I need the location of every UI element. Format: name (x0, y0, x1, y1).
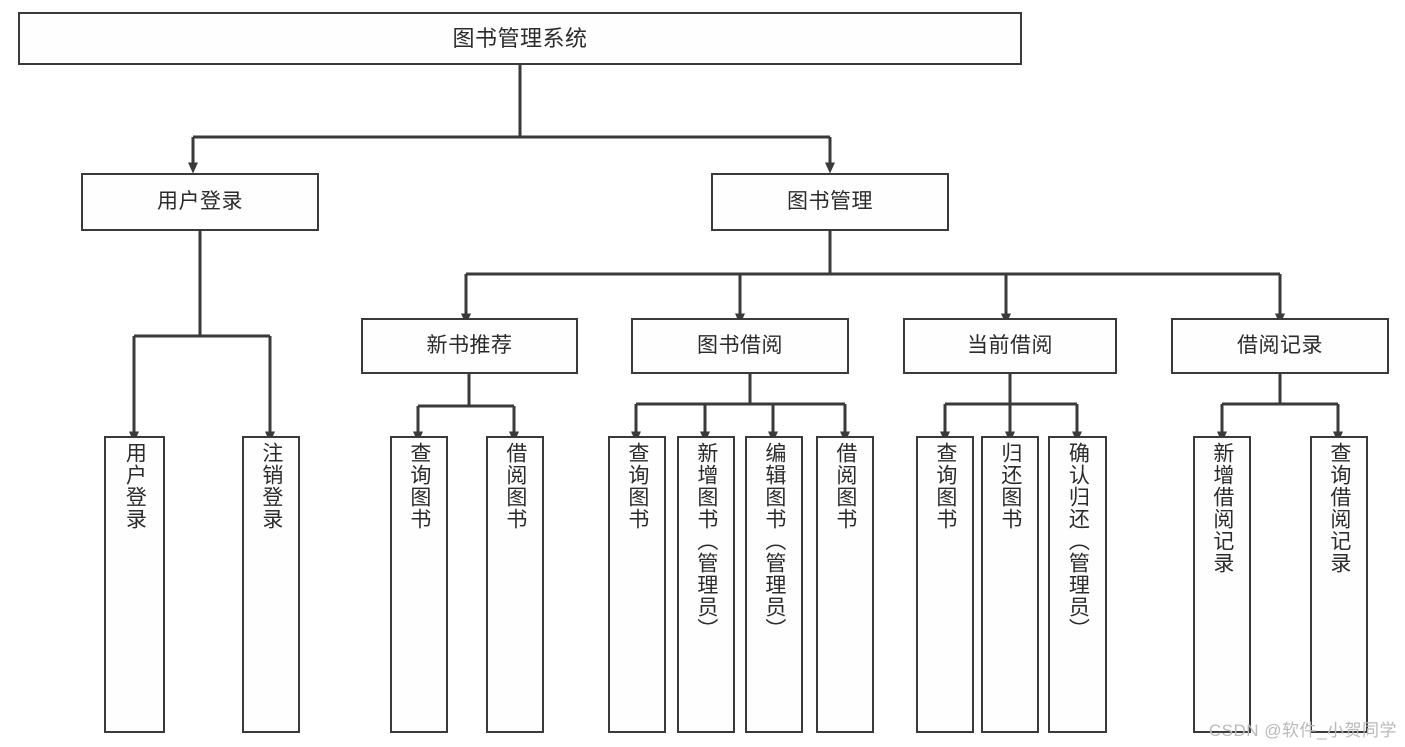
node-current-borrow[interactable]: 当前借阅 (903, 318, 1117, 374)
node-new-book-recommend[interactable]: 新书推荐 (361, 318, 578, 374)
node-book-borrow-label: 图书借阅 (697, 333, 783, 357)
node-leaf-add-record[interactable]: 新增借阅记录 (1193, 436, 1251, 733)
node-leaf-borrow-book-1[interactable]: 借阅图书 (486, 436, 544, 733)
node-leaf-query-book-1-label: 查询图书 (407, 442, 431, 530)
node-borrow-record[interactable]: 借阅记录 (1171, 318, 1389, 374)
node-leaf-return-book-label: 归还图书 (998, 442, 1022, 530)
node-book-manage-label: 图书管理 (787, 189, 873, 213)
node-leaf-query-book-1[interactable]: 查询图书 (390, 436, 448, 733)
node-leaf-borrow-book-2-label: 借阅图书 (833, 442, 857, 530)
node-leaf-edit-book[interactable]: 编辑图书（管理员） (745, 436, 803, 733)
csdn-watermark: CSDN @软件_小贺同学 (1208, 721, 1397, 740)
node-book-borrow[interactable]: 图书借阅 (631, 318, 849, 374)
node-leaf-return-book[interactable]: 归还图书 (981, 436, 1039, 733)
node-leaf-add-book[interactable]: 新增图书（管理员） (677, 436, 735, 733)
node-leaf-borrow-book-1-label: 借阅图书 (503, 442, 527, 530)
node-leaf-query-book-3-label: 查询图书 (933, 442, 957, 530)
node-leaf-user-login[interactable]: 用户登录 (104, 436, 165, 733)
node-leaf-query-book-3[interactable]: 查询图书 (916, 436, 974, 733)
node-borrow-record-label: 借阅记录 (1237, 333, 1323, 357)
node-new-book-recommend-label: 新书推荐 (426, 333, 513, 357)
node-leaf-borrow-book-2[interactable]: 借阅图书 (816, 436, 874, 733)
node-leaf-edit-book-label: 编辑图书（管理员） (762, 442, 786, 640)
node-user-login-label: 用户登录 (157, 189, 243, 213)
node-current-borrow-label: 当前借阅 (967, 333, 1053, 357)
node-book-manage[interactable]: 图书管理 (711, 173, 949, 231)
node-root-system[interactable]: 图书管理系统 (18, 12, 1022, 65)
node-leaf-logout-label: 注销登录 (259, 442, 283, 530)
node-leaf-add-record-label: 新增借阅记录 (1210, 442, 1234, 574)
node-leaf-confirm-return[interactable]: 确认归还（管理员） (1048, 436, 1107, 733)
node-leaf-user-login-label: 用户登录 (123, 442, 147, 530)
node-leaf-query-book-2-label: 查询图书 (625, 442, 649, 530)
node-leaf-add-book-label: 新增图书（管理员） (694, 442, 718, 640)
node-leaf-query-record-label: 查询借阅记录 (1327, 442, 1351, 574)
node-root-system-label: 图书管理系统 (452, 25, 588, 51)
node-user-login[interactable]: 用户登录 (81, 173, 319, 231)
node-leaf-confirm-return-label: 确认归还（管理员） (1066, 442, 1090, 640)
node-leaf-logout[interactable]: 注销登录 (242, 436, 300, 733)
node-leaf-query-record[interactable]: 查询借阅记录 (1310, 436, 1368, 733)
node-leaf-query-book-2[interactable]: 查询图书 (608, 436, 666, 733)
